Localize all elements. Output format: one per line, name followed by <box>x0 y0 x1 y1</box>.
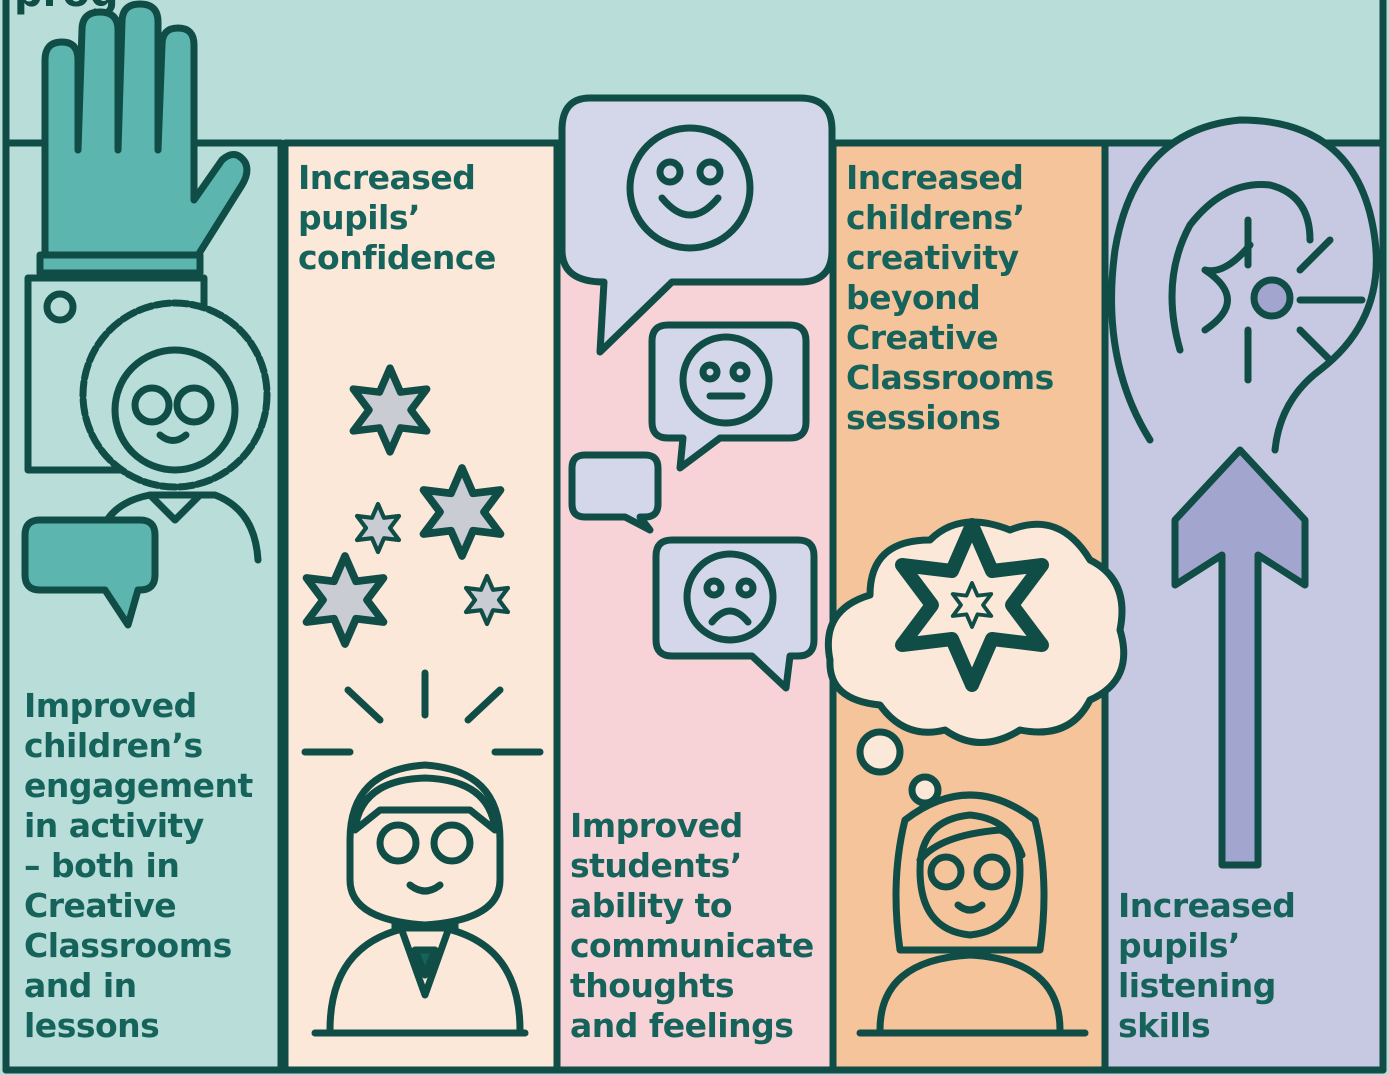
label-confidence: Increased pupils’ confidence <box>298 158 496 277</box>
label-communicate: Improved students’ ability to communicat… <box>570 806 814 1045</box>
thought-cloud-icon <box>824 522 1128 807</box>
label-engagement: Improved children’s engagement in activi… <box>24 686 253 1045</box>
speech-bubbles-icon <box>558 94 836 692</box>
up-arrow-icon <box>1171 446 1309 869</box>
label-creativity: Increased childrens’ creativity beyond C… <box>846 158 1054 437</box>
idea-rays-icon <box>301 669 544 756</box>
header-text: prog <box>14 0 118 16</box>
label-listening: Increased pupils’ listening skills <box>1118 886 1296 1045</box>
card-dot <box>43 290 77 324</box>
speech-bubble-teal-icon <box>21 516 159 629</box>
boy-with-glasses-icon <box>311 761 529 1037</box>
raised-hand-icon <box>36 0 251 277</box>
girl-with-glasses-icon-2 <box>856 791 1089 1037</box>
ear-icon <box>1108 116 1380 454</box>
